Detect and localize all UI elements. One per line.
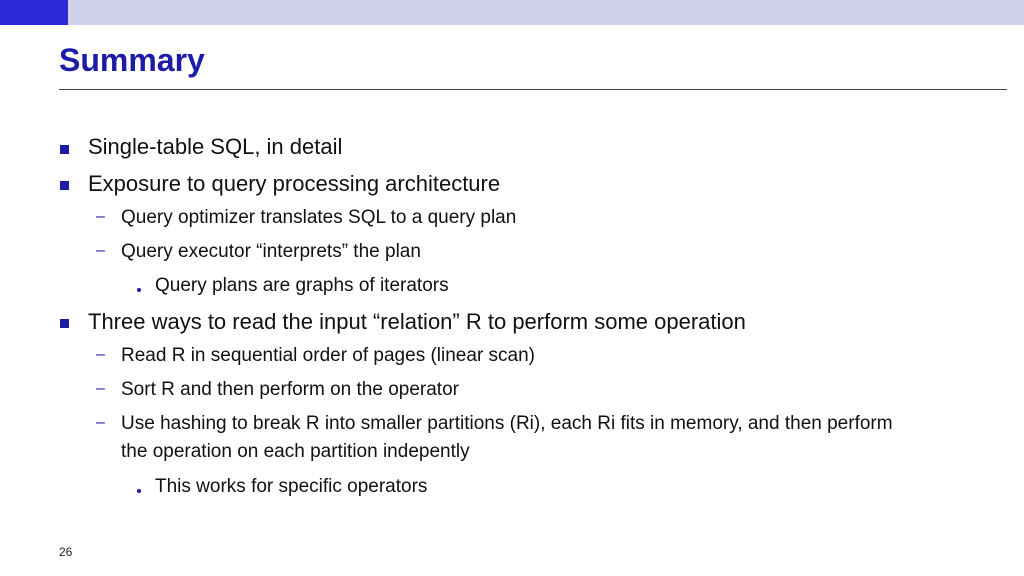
bullet-item: Query plans are graphs of iterators — [155, 275, 449, 296]
title-divider — [59, 89, 1007, 90]
square-bullet-icon — [60, 319, 69, 328]
dash-bullet-icon: – — [96, 414, 105, 431]
top-banner-accent — [0, 0, 68, 25]
square-bullet-icon — [60, 145, 69, 154]
dash-bullet-icon: – — [96, 380, 105, 397]
square-bullet-icon — [60, 181, 69, 190]
slide-title: Summary — [59, 42, 205, 78]
dash-bullet-icon: – — [96, 242, 105, 259]
dash-bullet-icon: – — [96, 208, 105, 225]
bullet-item: Exposure to query processing architectur… — [88, 171, 501, 196]
bullet-item: Query executor “interprets” the plan — [121, 241, 421, 262]
bullet-item: This works for specific operators — [155, 476, 428, 497]
dash-bullet-icon: – — [96, 346, 105, 363]
bullet-item: Single-table SQL, in detail — [88, 134, 343, 159]
dot-bullet-icon — [137, 489, 141, 493]
page-number: 26 — [59, 545, 73, 559]
top-banner — [0, 0, 1024, 25]
bullet-item: Query optimizer translates SQL to a quer… — [121, 207, 517, 228]
bullet-item: Use hashing to break R into smaller part… — [121, 413, 893, 462]
bullet-item: Sort R and then perform on the operator — [121, 379, 459, 400]
dot-bullet-icon — [137, 288, 141, 292]
bullet-item: Read R in sequential order of pages (lin… — [121, 345, 536, 366]
bullet-item: Three ways to read the input “relation” … — [88, 309, 746, 334]
